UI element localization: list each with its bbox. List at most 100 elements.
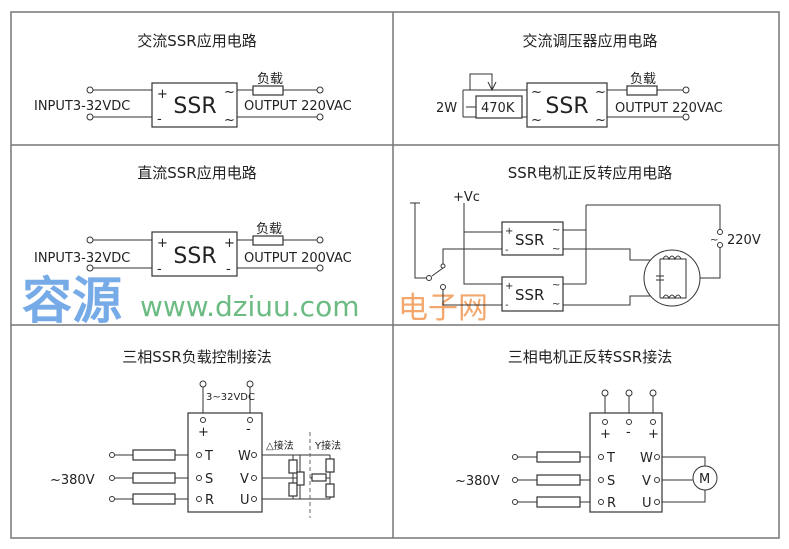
diagram-label: + [157,87,168,102]
diagram-label: ~ [595,85,606,100]
diagram-label: ~380V [455,474,500,489]
terminal [598,454,604,460]
diagram-label: - [157,112,162,127]
diagram-label: SSR [545,94,588,119]
terminal [717,242,723,248]
terminal [86,236,94,244]
panel-title: 交流SSR应用电路 [137,32,256,50]
component [296,471,305,486]
diagram-label: ~ [224,85,235,100]
diagram-label: ~ [224,113,235,128]
diagram-label: T [606,451,615,466]
terminal [654,477,660,483]
component [311,473,327,482]
terminal [316,86,324,94]
terminal [598,499,604,505]
load-resistor [626,85,658,96]
diagram-label: ~ [552,280,560,291]
diagram-label: + [224,236,235,251]
diagram-label: - [626,425,631,440]
ssr-module [526,82,608,128]
terminal [682,113,690,121]
terminal [626,419,632,425]
terminal [598,477,604,483]
terminal [682,86,690,94]
diagram-label: 2W [436,101,457,116]
terminal [109,452,115,458]
terminal [625,389,633,397]
diagram-label: W [238,449,251,464]
three-phase-ssr-module [589,412,663,513]
diagram-label: SSR [515,286,544,304]
terminal [316,113,324,121]
terminal [199,380,207,388]
diagram-label: - [505,245,509,256]
diagram-label: V [642,474,651,489]
component [325,458,335,473]
terminal [650,419,656,425]
diagram-label: R [607,496,616,511]
diagram-label: Y接法 [314,439,341,452]
terminal [316,236,324,244]
terminal [246,380,254,388]
watermark-brand: 容源 [22,272,122,330]
diagram-label: W [640,451,653,466]
fuse [536,451,581,463]
diagram-label: - [246,422,251,437]
diagram-label: 220V [727,233,761,248]
wire [410,202,721,306]
ssr-module-forward [501,221,564,256]
ssr-module-reverse [501,276,564,312]
fuse [132,493,176,505]
terminal [602,419,608,425]
terminal [86,113,94,121]
wire [518,396,706,503]
diagram-label: ~ [552,244,560,255]
terminal [654,499,660,505]
motor-symbol [643,249,701,307]
diagram-label: 3~32VDC [206,392,255,403]
panel-dc-ssr-circuit: 直流SSR应用电路 + - + - SSR 负载 INPUT3-32VDC OU… [34,164,352,277]
diagram-label: SSR [173,244,216,269]
terminal [649,389,657,397]
load-label: 负载 [257,72,283,87]
terminal [251,452,257,458]
diagram-label: - [505,300,509,311]
diagram-label: S [205,472,213,487]
diagram-label: ~ [552,299,560,310]
wire [93,239,317,269]
input-label: INPUT3-32VDC [34,99,130,114]
fuse [536,496,581,508]
wire [115,387,331,500]
panel-title: SSR电机正反转应用电路 [508,164,672,182]
terminal [109,475,115,481]
motor-symbol [692,465,718,491]
diagram-label: + [648,427,659,442]
panel-three-phase-load: 三相SSR负载控制接法 3~32VDC + - ~380V T S R W V … [50,348,341,518]
diagram-label: + [157,236,168,251]
panel-three-phase-motor: 三相电机正反转SSR接法 + - + ~380V T S R W V U M [455,348,718,513]
diagram-label: - [226,262,231,277]
diagram-label: U [240,493,250,508]
diagram-label: ~380V [50,473,95,488]
terminal [601,389,609,397]
terminal [512,477,518,483]
diagram-label: - [157,262,162,277]
panel-title: 三相SSR负载控制接法 [122,348,271,366]
diagram-label: + [198,425,209,440]
terminal [426,275,432,281]
wire [93,89,317,118]
terminal [440,263,446,269]
terminal [316,264,324,272]
diagram-label: 470K [481,101,515,116]
diagram-label: M [699,472,710,487]
terminal [440,284,446,290]
terminal [654,454,660,460]
terminal [196,496,202,502]
diagram-label: + [505,281,513,292]
load-resistor [252,85,284,96]
terminal [200,417,206,423]
potentiometer [475,95,523,119]
